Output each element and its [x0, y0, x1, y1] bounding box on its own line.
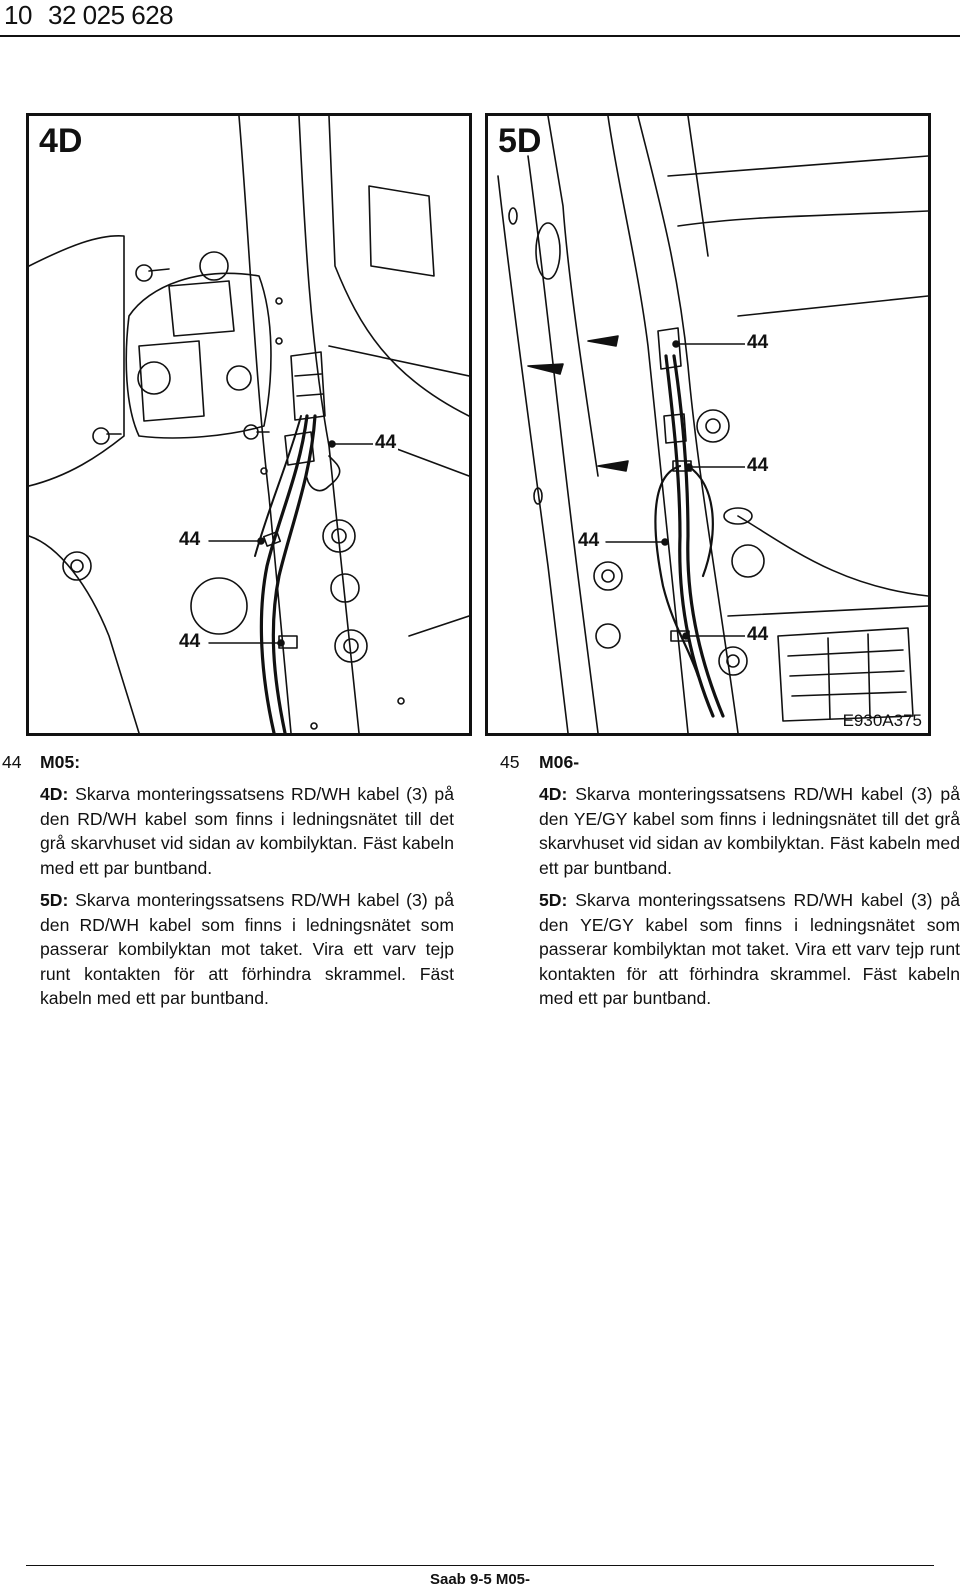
- figure-panel-4d: 4D 44 44 44: [26, 113, 472, 736]
- illustration-4d: [29, 116, 469, 733]
- document-number: 32 025 628: [48, 0, 174, 30]
- header-rule: [0, 35, 960, 37]
- footer-rule: [26, 1565, 934, 1566]
- illustration-5d: [497, 116, 928, 733]
- variant-label: 4D:: [40, 784, 69, 804]
- callout-label: 44: [177, 529, 203, 551]
- callout-label: 44: [745, 455, 771, 477]
- instruction-text: Skarva monteringssatsens RD/WH kabel (3)…: [40, 890, 454, 1008]
- step-heading: M06-: [539, 752, 580, 772]
- instruction-text: Skarva monteringssatsens RD/WH kabel (3)…: [40, 784, 454, 878]
- page-header: 10 32 025 628: [0, 0, 960, 37]
- instruction-text: Skarva monteringssatsens RD/WH kabel (3)…: [539, 890, 960, 1008]
- step-number: 45: [500, 752, 520, 772]
- footer-text: Saab 9-5 M05-: [429, 1571, 531, 1588]
- instruction-paragraph: 4D: Skarva monteringssatsens RD/WH kabel…: [539, 782, 960, 880]
- panel-title-4d: 4D: [39, 122, 83, 160]
- variant-label: 5D:: [40, 890, 69, 910]
- instruction-text: Skarva monteringssatsens RD/WH kabel (3)…: [539, 784, 960, 878]
- panel-title-5d: 5D: [498, 122, 542, 160]
- step-44: 44 M05: 4D: Skarva monteringssatsens RD/…: [2, 750, 454, 1011]
- page-footer: Saab 9-5 M05-: [0, 1565, 960, 1592]
- callout-label: 44: [745, 624, 771, 646]
- step-45: 45 M06- 4D: Skarva monteringssatsens RD/…: [500, 750, 960, 1008]
- callout-label: 44: [576, 530, 602, 552]
- figure-id: E930A375: [842, 711, 922, 730]
- page-number: 10: [4, 0, 32, 30]
- callout-label: 44: [177, 631, 203, 653]
- figure-panel-5d: 5D 44 44 44 44 E930A375: [485, 113, 931, 736]
- instruction-paragraph: 5D: Skarva monteringssatsens RD/WH kabel…: [539, 888, 960, 1011]
- step-number: 44: [2, 752, 22, 772]
- step-body: 4D: Skarva monteringssatsens RD/WH kabel…: [40, 782, 454, 1011]
- callout-label: 44: [745, 332, 771, 354]
- variant-label: 4D:: [539, 784, 568, 804]
- step-heading: M05:: [40, 752, 81, 772]
- instruction-paragraph: 4D: Skarva monteringssatsens RD/WH kabel…: [40, 782, 454, 880]
- callout-label: 44: [373, 432, 399, 454]
- step-body: 4D: Skarva monteringssatsens RD/WH kabel…: [539, 782, 960, 1011]
- instruction-paragraph: 5D: Skarva monteringssatsens RD/WH kabel…: [40, 888, 454, 1011]
- variant-label: 5D:: [539, 890, 568, 910]
